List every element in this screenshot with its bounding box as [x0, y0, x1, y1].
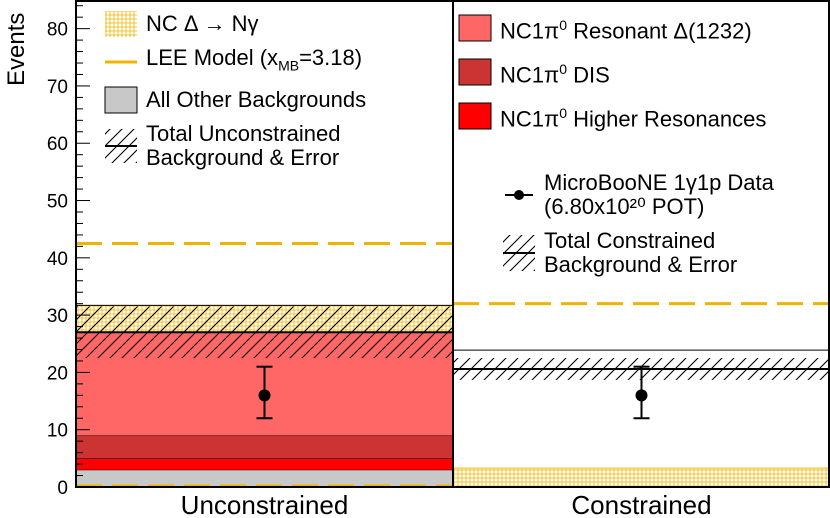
category-label-constrained: Constrained: [571, 490, 711, 518]
legend-item-dis: NC1π0 DIS: [458, 50, 774, 94]
legend-item-higher-res: NC1π0 Higher Resonances: [458, 94, 774, 138]
legend-item-resonant-delta: NC1π0 Resonant Δ(1232): [458, 6, 774, 50]
y-tick-label-0: 0: [57, 478, 68, 499]
legend-label-constrained-2: Background & Error: [544, 252, 738, 277]
legend-label-resonant-pre: NC1π: [500, 18, 560, 44]
bar-unconstrained-0: [76, 469, 453, 487]
legend-item-constrained-bkg: Total Constrained Background & Error: [458, 226, 774, 280]
grid-hatch-icon: [105, 11, 137, 37]
dis-box-icon: [458, 58, 492, 86]
y-tick-label-30: 30: [47, 306, 68, 327]
constrained-hatch-line-icon: [503, 235, 535, 271]
data-marker-icon: [505, 190, 533, 200]
category-label-unconstrained: Unconstrained: [181, 490, 349, 518]
legend-item-nc-delta: NC Δ → Nγ: [104, 6, 366, 42]
resonant-delta-box-icon: [458, 14, 492, 42]
lee-tail: =3.18): [299, 45, 363, 71]
legend-label-data-2: (6.80x10²⁰ POT): [544, 194, 705, 219]
bar-unconstrained-2: [76, 435, 453, 459]
legend-right: NC1π0 Resonant Δ(1232) NC1π0 DIS NC1π0 H…: [458, 6, 774, 280]
y-tick-label-60: 60: [47, 134, 68, 155]
y-tick-label-50: 50: [47, 192, 68, 213]
data-point-constrained: [635, 389, 648, 402]
legend-label-other-backgrounds: All Other Backgrounds: [146, 87, 367, 112]
legend-label-dis-post: DIS: [567, 62, 610, 88]
legend-label-higher-post: Higher Resonances: [567, 106, 767, 132]
legend-label-higher-pre: NC1π: [500, 106, 560, 132]
y-axis-title: Events: [3, 13, 30, 86]
lee-subscript: MB: [278, 57, 300, 74]
higher-sup: 0: [559, 104, 567, 121]
bar-unconstrained-1: [76, 458, 453, 470]
legend-item-other-backgrounds: All Other Backgrounds: [104, 82, 366, 118]
y-tick-label-80: 80: [47, 20, 68, 41]
legend-label-unconstrained-1: Total Unconstrained: [146, 121, 341, 146]
legend-label-constrained-1: Total Constrained: [544, 228, 716, 253]
legend-label-data-1: MicroBooNE 1γ1p Data: [544, 170, 774, 195]
y-tick-label-40: 40: [47, 249, 68, 270]
legend-label-nc-delta: NC Δ → Nγ: [146, 11, 259, 36]
legend-label-resonant-post: Resonant Δ(1232): [567, 18, 752, 44]
legend-item-unconstrained-bkg: Total Unconstrained Background & Error: [104, 118, 366, 174]
legend-label-unconstrained-2: Background & Error: [146, 145, 340, 170]
legend-item-data: MicroBooNE 1γ1p Data (6.80x10²⁰ POT): [458, 164, 774, 226]
resonant-sup: 0: [559, 16, 567, 33]
hatch-line-icon: [105, 129, 137, 163]
legend-item-lee-model: LEE Model (xMB=3.18): [104, 42, 366, 82]
bar-constrained-4: [453, 468, 830, 487]
gray-box-icon: [104, 86, 138, 114]
y-tick-label-70: 70: [47, 77, 68, 98]
y-tick-label-20: 20: [47, 363, 68, 384]
y-tick-label-10: 10: [47, 421, 68, 442]
legend-label-dis-pre: NC1π: [500, 62, 560, 88]
dashed-line-icon: [105, 60, 137, 64]
data-point-unconstrained: [258, 389, 271, 402]
dis-sup: 0: [559, 60, 567, 77]
legend-label-lee-model: LEE Model (x: [146, 45, 279, 71]
higher-res-box-icon: [458, 102, 492, 130]
legend-left: NC Δ → Nγ LEE Model (xMB=3.18) All Other…: [104, 6, 366, 174]
